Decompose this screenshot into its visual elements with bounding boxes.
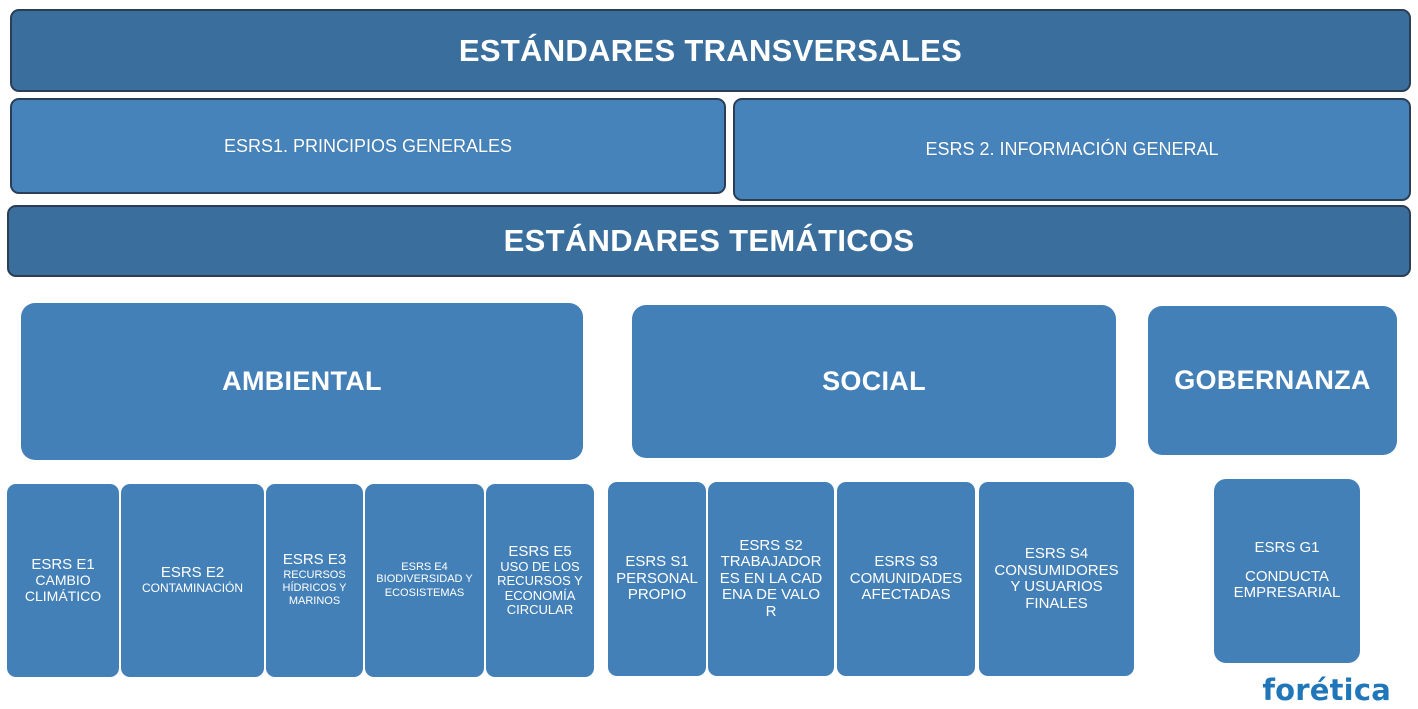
standard-e5: ESRS E5 USO DE LOS RECURSOS Y ECONOMÍA C…: [486, 484, 594, 677]
category-social: SOCIAL: [632, 305, 1116, 458]
esrs2-label: ESRS 2. INFORMACIÓN GENERAL: [925, 139, 1219, 159]
standard-e3-code: ESRS E3: [282, 551, 347, 569]
standard-e3-desc: RECURSOS HÍDRICOS Y MARINOS: [282, 568, 347, 608]
esrs2-general-information-box: ESRS 2. INFORMACIÓN GENERAL: [733, 98, 1411, 201]
esrs1-general-principles-box: ESRS1. PRINCIPIOS GENERALES: [10, 98, 726, 194]
standard-s1-code: ESRS S1: [625, 553, 689, 571]
standard-s4-code: ESRS S4: [1024, 545, 1089, 562]
category-gobernanza-label: GOBERNANZA: [1174, 365, 1371, 395]
standard-s2-code: ESRS S2: [739, 536, 803, 554]
standard-e5-code: ESRS E5: [508, 542, 572, 560]
standard-s3-desc: COMUNIDADES AFECTADAS: [849, 569, 963, 604]
esrs1-label: ESRS1. PRINCIPIOS GENERALES: [223, 135, 513, 156]
standard-e1-code: ESRS E1: [31, 555, 95, 573]
standard-e4: ESRS E4 BIODIVERSIDAD Y ECOSISTEMAS: [365, 484, 484, 677]
standard-g1: ESRS G1 CONDUCTA EMPRESARIAL: [1214, 479, 1360, 663]
standard-e5-desc: USO DE LOS RECURSOS Y ECONOMÍA CIRCULAR: [497, 559, 583, 618]
category-gobernanza: GOBERNANZA: [1148, 306, 1397, 455]
standard-e1: ESRS E1 CAMBIO CLIMÁTICO: [7, 484, 119, 677]
standard-e2-code: ESRS E2: [160, 564, 225, 582]
standard-g1-code: ESRS G1: [1254, 539, 1320, 557]
category-social-label: SOCIAL: [822, 366, 926, 396]
standard-s2: ESRS S2 TRABAJADORES EN LA CADENA DE VAL…: [708, 482, 834, 676]
standard-e3: ESRS E3 RECURSOS HÍDRICOS Y MARINOS: [266, 484, 363, 677]
thematic-standards-banner: ESTÁNDARES TEMÁTICOS: [7, 205, 1411, 277]
standard-s4-desc: CONSUMIDORES Y USUARIOS FINALES: [994, 561, 1119, 612]
foretica-logo: forética: [1262, 673, 1391, 707]
transversal-standards-title: ESTÁNDARES TRANSVERSALES: [458, 32, 963, 68]
category-ambiental-label: AMBIENTAL: [222, 366, 382, 396]
thematic-standards-title: ESTÁNDARES TEMÁTICOS: [503, 223, 915, 258]
standard-s2-desc: TRABAJADORES EN LA CADENA DE VALOR: [719, 553, 823, 620]
transversal-standards-banner: ESTÁNDARES TRANSVERSALES: [10, 9, 1411, 92]
standard-s1-desc: PERSONAL PROPIO: [616, 569, 698, 604]
standard-s3: ESRS S3 COMUNIDADES AFECTADAS: [837, 482, 975, 676]
standard-s1: ESRS S1 PERSONAL PROPIO: [608, 482, 706, 676]
standard-e4-code: ESRS E4: [401, 561, 448, 574]
standard-s3-code: ESRS S3: [874, 553, 938, 571]
standard-e1-desc: CAMBIO CLIMÁTICO: [24, 572, 102, 604]
category-ambiental: AMBIENTAL: [21, 303, 583, 460]
standard-e2-desc: CONTAMINACIÓN: [141, 580, 244, 595]
standard-g1-desc: CONDUCTA EMPRESARIAL: [1233, 567, 1341, 602]
standard-e4-desc: BIODIVERSIDAD Y ECOSISTEMAS: [376, 573, 473, 599]
standard-s4: ESRS S4 CONSUMIDORES Y USUARIOS FINALES: [979, 482, 1134, 676]
standard-e2: ESRS E2 CONTAMINACIÓN: [121, 484, 264, 677]
